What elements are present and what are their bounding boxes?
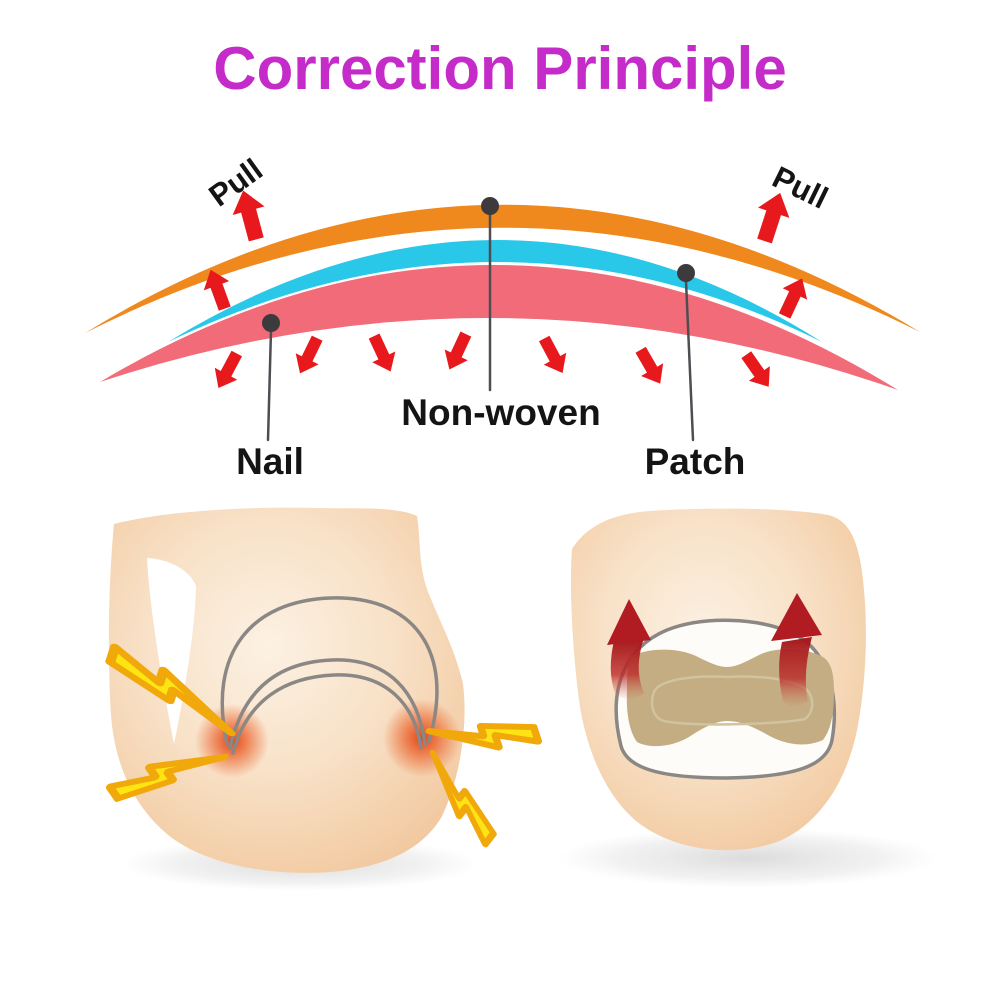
down-arrow-3 [362,330,403,377]
down-arrow-7 [735,347,780,395]
cyan-non-woven-band [168,240,822,342]
down-arrow-2 [288,332,329,379]
non-woven-label: Non-woven [401,392,601,433]
pain-bolt-upper-right [425,722,543,751]
pink-nail-band [100,264,898,390]
nail-leader-line [266,328,273,442]
patch-callout-dot [677,264,695,282]
left-toe-skin-notch [147,558,196,744]
non-woven-callout-dot [481,197,499,215]
pain-bolt-lower-right [429,750,497,848]
patch-inner-outline [650,675,814,726]
down-arrow-6 [629,343,672,391]
down-arrow-4 [437,328,478,375]
lift-arrow-right-shaft [779,637,812,707]
left-toe-body [108,507,465,873]
orange-patch-strip-band [85,204,920,333]
down-arrow-5 [532,332,574,379]
ingrown-nail-outline-inner-2 [231,673,423,755]
right-toe-shadow [558,828,938,888]
lift-arrow-left-shaft [610,638,644,699]
lift-arrow-right-head [771,593,822,641]
lift-arrow-left-head [607,599,651,645]
page-title: Correction Principle [213,35,787,102]
pain-bolt-upper-left [105,643,236,737]
patch-label: Patch [644,441,746,482]
pain-bolt-lower-left [105,753,229,802]
left-toe-illustration [105,507,543,891]
patch-leader-line [684,279,695,442]
ingrown-nail-outline-outer [220,596,439,746]
nail-label: Nail [236,441,304,482]
band-diagram [85,186,920,442]
down-arrow-1 [207,347,249,394]
nail-callout-dot [262,314,280,332]
inflamed-spot-right [383,699,461,777]
ingrown-nail-outline-inner-1 [228,658,427,750]
right-toe-illustration [558,508,938,888]
